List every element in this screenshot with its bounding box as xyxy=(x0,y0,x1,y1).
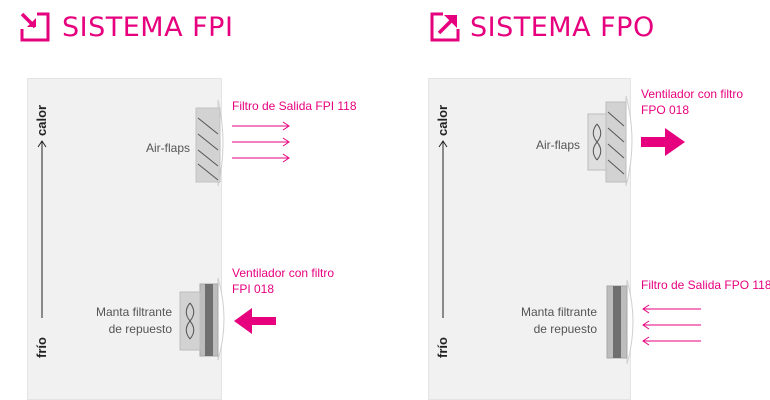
fpi-fan-filter-callout-line1: Ventilador con filtro xyxy=(232,266,335,280)
fpi-axis-hot-label: calor xyxy=(34,104,49,136)
fpo-fan-filter-callout-line2: FPO 018 xyxy=(641,103,690,117)
fpi-fan-filter-callout-line2: FPI 018 xyxy=(232,282,275,296)
fpo-fan-filter-callout: Ventilador con filtro FPO 018 xyxy=(641,86,743,118)
fpi-air-flaps-unit xyxy=(195,99,224,187)
fpi-filter-mat-label-line2: de repuesto xyxy=(108,322,172,336)
fpi-filter-mat-label-line1: Manta filtrante xyxy=(95,305,172,319)
fpo-outflow-arrow xyxy=(641,128,685,156)
arrow-out-square-icon xyxy=(430,12,460,42)
fpo-air-flaps-label: Air-flaps xyxy=(535,138,580,152)
fpi-axis-cold-label: frío xyxy=(34,337,49,358)
fpi-inflow-arrow xyxy=(234,308,276,334)
fpo-fan-flaps-unit xyxy=(587,95,633,187)
fpo-filter-mat-label-line1: Manta filtrante xyxy=(520,305,597,319)
fpo-outlet-filter-unit xyxy=(606,279,634,365)
fpi-outlet-filter-callout: Filtro de Salida FPI 118 xyxy=(232,99,357,113)
temperature-axis-arrow xyxy=(438,140,448,318)
fpo-fan-filter-callout-line1: Ventilador con filtro xyxy=(641,87,744,101)
fpi-title: SISTEMA FPI xyxy=(62,12,234,43)
fpi-filter-mat-label: Manta filtrante de repuesto xyxy=(80,304,172,338)
fpo-filter-mat-label-line2: de repuesto xyxy=(533,322,597,336)
fpi-outflow-arrows xyxy=(232,121,290,163)
arrow-in-square-icon xyxy=(20,12,50,42)
fpo-outlet-filter-callout: Filtro de Salida FPO 118 xyxy=(641,278,770,292)
fpo-title: SISTEMA FPO xyxy=(470,12,655,43)
temperature-axis-arrow xyxy=(37,140,47,318)
fpi-fan-filter-unit xyxy=(179,277,225,361)
fpi-fan-filter-callout: Ventilador con filtro FPI 018 xyxy=(232,265,334,297)
fpo-axis-hot-label: calor xyxy=(435,104,450,136)
fpi-air-flaps-label: Air-flaps xyxy=(145,141,190,155)
fpo-inflow-arrows xyxy=(642,304,701,346)
fpo-axis-cold-label: frío xyxy=(435,337,450,358)
fpo-filter-mat-label: Manta filtrante de repuesto xyxy=(505,304,597,338)
